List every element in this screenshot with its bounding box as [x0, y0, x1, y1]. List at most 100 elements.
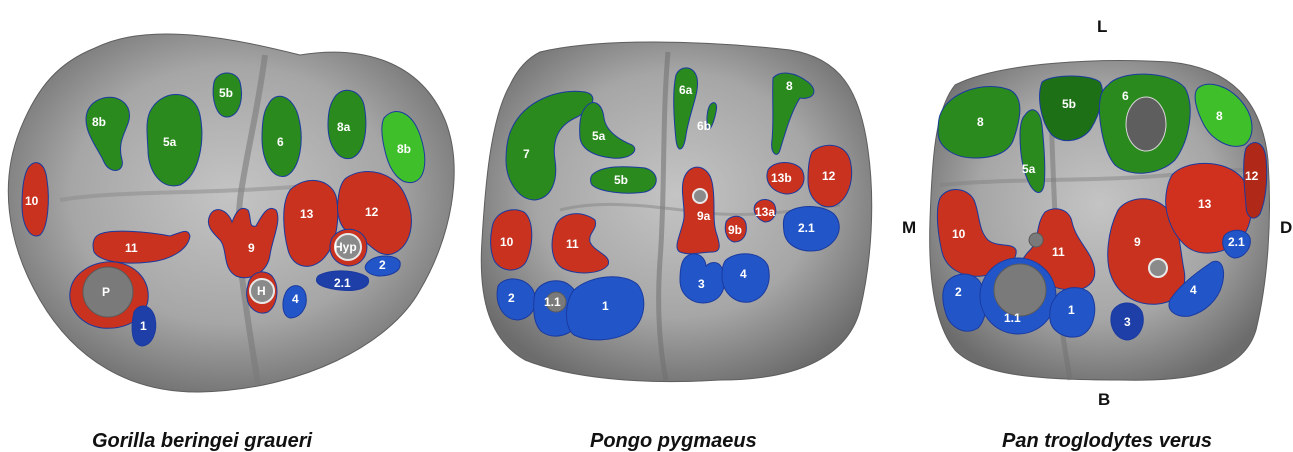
- pongo-label-3: 3: [698, 277, 705, 291]
- orientation-distal: D: [1280, 218, 1292, 237]
- gorilla-label-10: 10: [25, 194, 39, 208]
- pongo-label-2.1: 2.1: [798, 221, 815, 235]
- pongo-groove: [656, 51, 671, 381]
- pongo-molar: 7 5a 5b 6a 6b 8 10 11 9a 9b 13a 13b 12 2…: [480, 41, 873, 452]
- pan-label-5b: 5b: [1062, 97, 1076, 111]
- pan-label-11: 11: [1052, 245, 1065, 259]
- pan-6-hole: [1125, 96, 1167, 152]
- gorilla-region-8b: [381, 111, 426, 184]
- pan-region-2: [942, 273, 987, 332]
- gorilla-label-5b: 5b: [219, 86, 233, 100]
- gorilla-region-5b: [212, 72, 242, 118]
- pongo-label-4: 4: [740, 267, 747, 281]
- pongo-region-12: [807, 144, 853, 208]
- pongo-region-13b: [766, 162, 805, 195]
- pan-label-13: 13: [1198, 197, 1212, 211]
- pongo-region-3: [679, 253, 726, 304]
- pan-label-5a: 5a: [1022, 162, 1036, 176]
- pan-region-13: [1165, 162, 1253, 254]
- pan-label-1.1: 1.1: [1004, 311, 1021, 325]
- pongo-region-5a: [579, 102, 636, 159]
- gorilla-label-8b: 8b: [397, 142, 411, 156]
- pongo-label-9a: 9a: [697, 209, 711, 223]
- gorilla-label-2: 2: [379, 258, 386, 272]
- pan-label-1: 1: [1068, 303, 1075, 317]
- pongo-region-6a: [673, 67, 699, 150]
- gorilla-p-hole: [82, 266, 134, 318]
- pongo-region-5b: [590, 166, 657, 194]
- gorilla-region-11: [92, 230, 191, 264]
- gorilla-caption: Gorilla beringei graueri: [92, 430, 313, 452]
- pongo-1.1-hole: [545, 291, 567, 313]
- pan-region-5b: [1039, 75, 1103, 142]
- pongo-region-9a: [676, 166, 720, 255]
- pan-label-2.1: 2.1: [1228, 235, 1245, 249]
- gorilla-region-4: [282, 285, 307, 319]
- gorilla-molar: 8b 5a 5b 6 8a 8b 10 11 9 13 12 Hyp P H 1…: [7, 33, 455, 452]
- pan-11-hole: [1028, 232, 1044, 248]
- gorilla-label-7: 8b: [92, 115, 106, 129]
- pongo-region-6b-sliver: [706, 102, 717, 130]
- pongo-label-13a: 13a: [755, 205, 775, 219]
- gorilla-region-2: [364, 255, 401, 277]
- pan-label-10: 10: [952, 227, 966, 241]
- pan-region-4: [1168, 260, 1225, 317]
- pan-region-2.1: [1222, 229, 1251, 259]
- pan-label-2: 2: [955, 285, 962, 299]
- pongo-region-1: [566, 276, 645, 341]
- gorilla-region-13: [283, 179, 339, 267]
- gorilla-region-10: [21, 162, 49, 237]
- gorilla-label-11: 11: [125, 241, 138, 255]
- gorilla-label-8a: 8a: [337, 120, 351, 134]
- pongo-region-13a: [753, 199, 777, 223]
- pan-region-10: [936, 189, 1017, 277]
- gorilla-groove-2: [59, 183, 321, 202]
- gorilla-region-1: [131, 305, 157, 347]
- gorilla-label-p: P: [102, 285, 110, 299]
- pongo-region-4: [721, 253, 770, 303]
- gorilla-region-8a: [327, 90, 367, 160]
- pan-region-8: [1194, 83, 1253, 147]
- pan-region-5a: [1019, 109, 1046, 193]
- pongo-label-6a: 6a: [679, 83, 693, 97]
- gorilla-label-9: 9: [248, 241, 255, 255]
- pongo-region-10: [490, 209, 533, 271]
- pongo-label-5a: 5a: [592, 129, 606, 143]
- pongo-label-13b: 13b: [771, 171, 792, 185]
- gorilla-label-5a: 5a: [163, 135, 177, 149]
- pongo-label-9b: 9b: [728, 223, 742, 237]
- pongo-label-2: 2: [508, 291, 515, 305]
- gorilla-label-12: 12: [365, 205, 379, 219]
- gorilla-groove: [235, 54, 268, 386]
- pongo-label-10: 10: [500, 235, 514, 249]
- gorilla-label-hyp: Hyp: [334, 240, 357, 254]
- pongo-label-6b: 6b: [697, 119, 711, 133]
- pan-label-8: 8: [1216, 109, 1223, 123]
- gorilla-region-9: [207, 207, 279, 279]
- orientation-mesial: M: [902, 218, 916, 237]
- pan-label-12: 12: [1245, 169, 1259, 183]
- pongo-label-8: 8: [786, 79, 793, 93]
- pongo-label-1.1: 1.1: [544, 295, 561, 309]
- pan-region-3: [1110, 302, 1144, 341]
- gorilla-label-1: 1: [140, 319, 147, 333]
- pongo-label-5b: 5b: [614, 173, 628, 187]
- pongo-label-7: 7: [523, 147, 530, 161]
- pongo-region-2.1: [782, 206, 840, 252]
- gorilla-label-2.1: 2.1: [334, 276, 351, 290]
- pan-region-12: [1243, 142, 1268, 219]
- gorilla-label-6: 6: [277, 135, 284, 149]
- orientation-buccal: B: [1098, 390, 1110, 409]
- gorilla-region-5a: [146, 93, 203, 187]
- pan-label-6: 6: [1122, 89, 1129, 103]
- pongo-region-7: [505, 90, 594, 201]
- gorilla-region-2.1: [316, 270, 370, 291]
- pan-1.1-hole: [993, 263, 1047, 317]
- pan-region-1: [1049, 287, 1096, 338]
- pan-label-4: 4: [1190, 283, 1197, 297]
- pongo-9a-hole: [692, 188, 708, 204]
- pan-label-9: 9: [1134, 235, 1141, 249]
- pan-caption: Pan troglodytes verus: [1002, 430, 1212, 452]
- gorilla-label-4: 4: [292, 292, 299, 306]
- gorilla-h-hole: [249, 278, 275, 304]
